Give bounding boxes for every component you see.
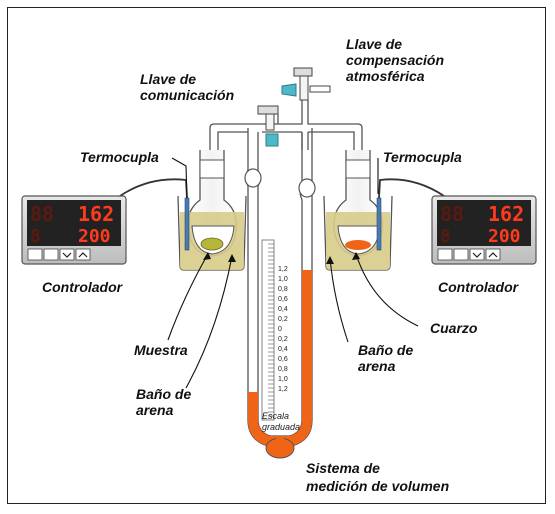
- label-volume-system-1: Sistema de: [306, 460, 380, 476]
- label-volume-system-2: medición de volumen: [306, 478, 449, 494]
- controller-left: 88 8 162 200: [21, 195, 127, 265]
- scale-tick-label: 1,0: [278, 376, 288, 383]
- controller-right: 88 8 162 200: [431, 195, 537, 265]
- thermocouple-wires: [119, 178, 445, 199]
- scale-tick-label: 0,2: [278, 336, 288, 343]
- label-sand-bath-right-2: arena: [358, 358, 396, 374]
- pointer-arrowheads: [203, 252, 360, 264]
- controller-right-buttons[interactable]: [437, 248, 501, 261]
- label-sand-bath-right-1: Baño de: [358, 342, 413, 358]
- scale-tick-label: 1,2: [278, 266, 288, 273]
- controller-right-bottom-value: 200: [488, 226, 521, 247]
- label-compensation-valve-1: Llave de: [346, 36, 402, 52]
- controller-right-top-value: 162: [488, 202, 524, 226]
- svg-text:88: 88: [30, 202, 54, 226]
- label-sand-bath-left-2: arena: [136, 402, 174, 418]
- scale-tick-label: 0,4: [278, 306, 288, 313]
- scale-tick-label: 0,6: [278, 356, 288, 363]
- controller-left-top-value: 162: [78, 202, 114, 226]
- scale-tick-label: 0,8: [278, 366, 288, 373]
- right-flask-assembly: [323, 150, 393, 271]
- label-communication-valve-1: Llave de: [140, 71, 196, 87]
- scale-tick-label: 0,6: [278, 296, 288, 303]
- svg-text:8: 8: [440, 226, 451, 247]
- controller-left-buttons[interactable]: [27, 248, 91, 261]
- scale-tick-label: 0: [278, 326, 282, 333]
- scale-tick-label: 0,2: [278, 316, 288, 323]
- label-thermocouple-left: Termocupla: [80, 149, 159, 165]
- svg-text:8: 8: [30, 226, 41, 247]
- controller-left-bottom-value: 200: [78, 226, 111, 247]
- scale-tick-label: 1,2: [278, 386, 288, 393]
- label-compensation-valve-2: compensación: [346, 52, 444, 68]
- scale-label-line2: graduada: [262, 422, 300, 432]
- graduated-scale: 1,2 1,0 0,8 0,6 0,4 0,2 0 0,2 0,4 0,6 0,8 1,0 1,2 Es…: [261, 239, 300, 432]
- glass-tubing: [209, 100, 363, 150]
- label-quartz: Cuarzo: [430, 320, 478, 336]
- scale-tick-label: 1,0: [278, 276, 288, 283]
- left-flask-assembly: [177, 150, 247, 271]
- label-sample: Muestra: [134, 342, 188, 358]
- scale-tick-label: 0,8: [278, 286, 288, 293]
- compensation-stopcock[interactable]: [281, 67, 331, 101]
- label-pointers: [167, 157, 419, 389]
- label-controller-right: Controlador: [438, 279, 520, 295]
- scale-tick-label: 0,4: [278, 346, 288, 353]
- label-compensation-valve-3: atmosférica: [346, 68, 425, 84]
- label-thermocouple-right: Termocupla: [383, 149, 462, 165]
- label-controller-left: Controlador: [42, 279, 124, 295]
- scale-label-line1: Escala: [262, 411, 289, 421]
- label-communication-valve-2: comunicación: [140, 87, 234, 103]
- svg-text:88: 88: [440, 202, 464, 226]
- burette-u-tube: [244, 128, 316, 459]
- label-sand-bath-left-1: Baño de: [136, 386, 191, 402]
- communication-stopcock[interactable]: [257, 105, 279, 147]
